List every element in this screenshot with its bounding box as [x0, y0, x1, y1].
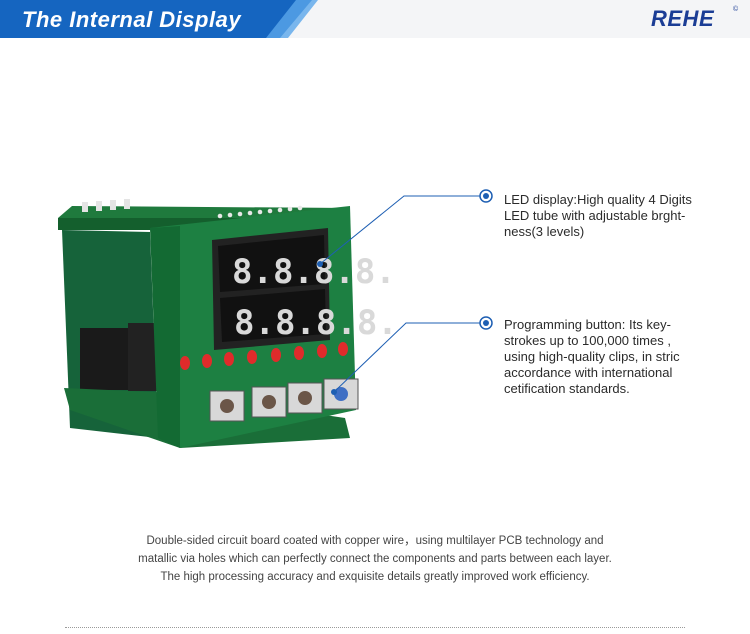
circuit-board-photo: 8.8.8.8. 8.8.8.8. [58, 189, 493, 448]
page-title: The Internal Display [22, 7, 242, 32]
led-callout-marker [317, 189, 493, 267]
led-display-row-1: 8.8.8.8. [232, 252, 396, 292]
led-display-row-2: 8.8.8.8. [234, 303, 398, 343]
description-line-3: The high processing accuracy and exquisi… [160, 571, 590, 583]
button-callout-marker [331, 316, 493, 395]
title-banner [0, 0, 318, 38]
brand-logo: REHE [651, 6, 715, 31]
led-display-callout: LED display:High quality 4 Digits LED tu… [504, 192, 692, 239]
brand-registered-mark: © [733, 6, 739, 13]
description-text: Double-sided circuit board coated with c… [60, 532, 690, 586]
bottom-divider [65, 627, 685, 628]
programming-button-callout: Programming button: Its key- strokes up … [504, 317, 680, 396]
description-line-2: matallic via holes which can perfectly c… [138, 553, 612, 565]
description-line-1: Double-sided circuit board coated with c… [146, 535, 604, 547]
